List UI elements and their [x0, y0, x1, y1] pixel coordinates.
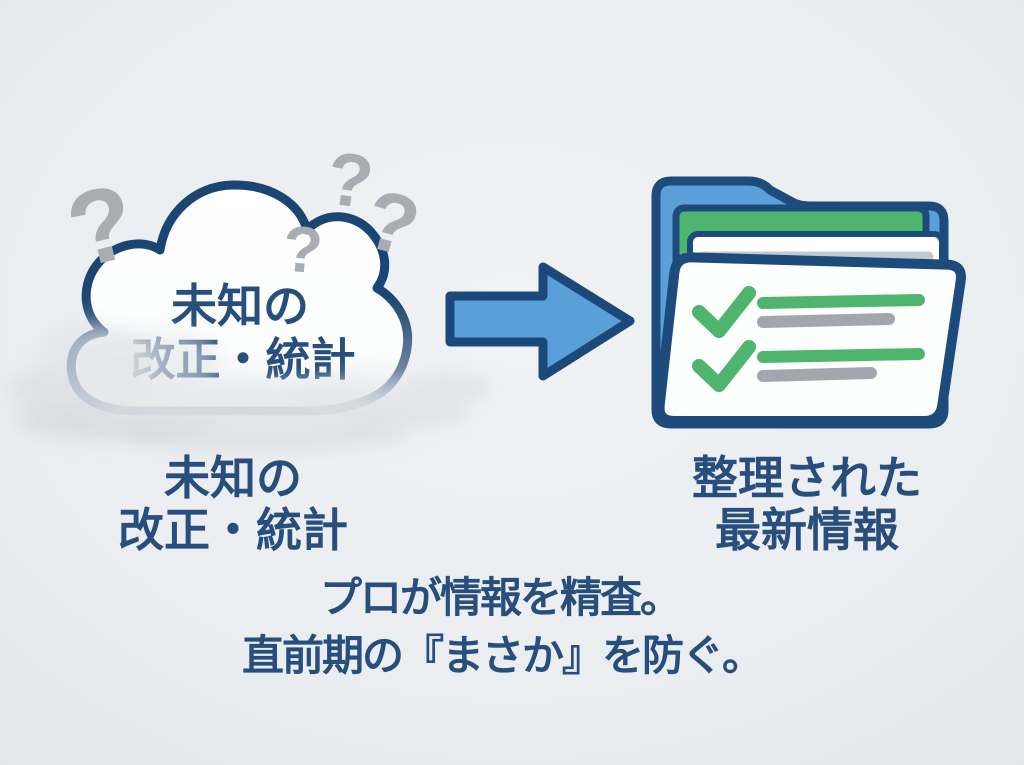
- list-line-green: [757, 348, 925, 363]
- right-label-line2: 最新情報: [715, 504, 899, 556]
- cloud-text-line1: 未知の: [171, 280, 309, 332]
- question-mark-icon: ?: [280, 211, 326, 287]
- list-line-gray: [757, 367, 877, 382]
- right-item-label: 整理された 最新情報: [692, 452, 922, 556]
- caption: プロが情報を精査。 直前期の『まさか』を防ぐ。: [242, 574, 764, 679]
- arrow-right-icon: [445, 262, 635, 381]
- checklist: [692, 286, 925, 392]
- left-item-label: 未知の 改正・統計: [118, 452, 348, 556]
- caption-line1: プロが情報を精査。: [320, 574, 680, 621]
- fog-wisp: [293, 375, 417, 415]
- folder-icon: [651, 176, 966, 429]
- left-label-line2: 改正・統計: [118, 504, 348, 556]
- folder-front-card: [654, 252, 966, 426]
- check-icon: [692, 340, 756, 392]
- right-label-line1: 整理された: [692, 452, 922, 504]
- check-icon: [692, 286, 756, 338]
- list-line-gray: [757, 313, 895, 328]
- fog-wisp: [78, 330, 222, 390]
- caption-line2: 直前期の『まさか』を防ぐ。: [242, 632, 762, 679]
- fog-over-cloud: [37, 323, 417, 429]
- list-line-green: [757, 294, 925, 309]
- fog-wisp: [403, 374, 493, 402]
- left-label-line1: 未知の: [164, 452, 302, 504]
